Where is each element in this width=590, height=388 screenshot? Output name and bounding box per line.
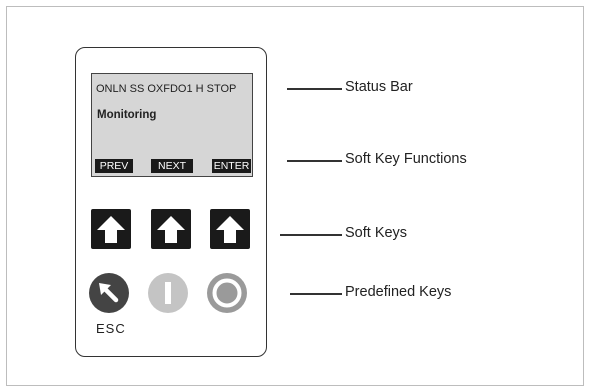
callout-predefined-keys: Predefined Keys [345,284,452,300]
callout-status-bar: Status Bar [345,79,413,95]
callout-soft-keys: Soft Keys [345,225,408,241]
on-icon [165,282,171,304]
keypad-panel: ONLN SS OXFDO1 H STOP Monitoring PREV NE… [75,47,267,357]
off-key[interactable] [207,273,247,313]
status-bar-text: ONLN SS OXFDO1 H STOP [96,83,237,95]
soft-key-label-next: NEXT [151,159,193,173]
soft-key-3[interactable] [210,209,250,249]
soft-key-2[interactable] [151,209,191,249]
soft-key-label-enter: ENTER [212,159,251,173]
callout-line-status-bar [287,88,342,90]
esc-arrow-icon [99,283,119,303]
lcd-display: ONLN SS OXFDO1 H STOP Monitoring PREV NE… [91,73,253,177]
callout-soft-key-functions: Soft Key Functions [345,151,467,167]
callout-line-soft-keys [280,234,342,236]
soft-key-1[interactable] [91,209,131,249]
on-key[interactable] [148,273,188,313]
screen-title: Monitoring [97,109,157,121]
figure-frame [6,6,584,386]
esc-key[interactable] [89,273,129,313]
esc-key-label: ESC [96,321,126,336]
callout-line-predefined-keys [290,293,342,295]
off-icon [212,278,242,308]
soft-key-label-prev: PREV [95,159,133,173]
up-arrow-icon [97,216,125,243]
up-arrow-icon [216,216,244,243]
callout-line-soft-key-functions [287,160,342,162]
up-arrow-icon [157,216,185,243]
